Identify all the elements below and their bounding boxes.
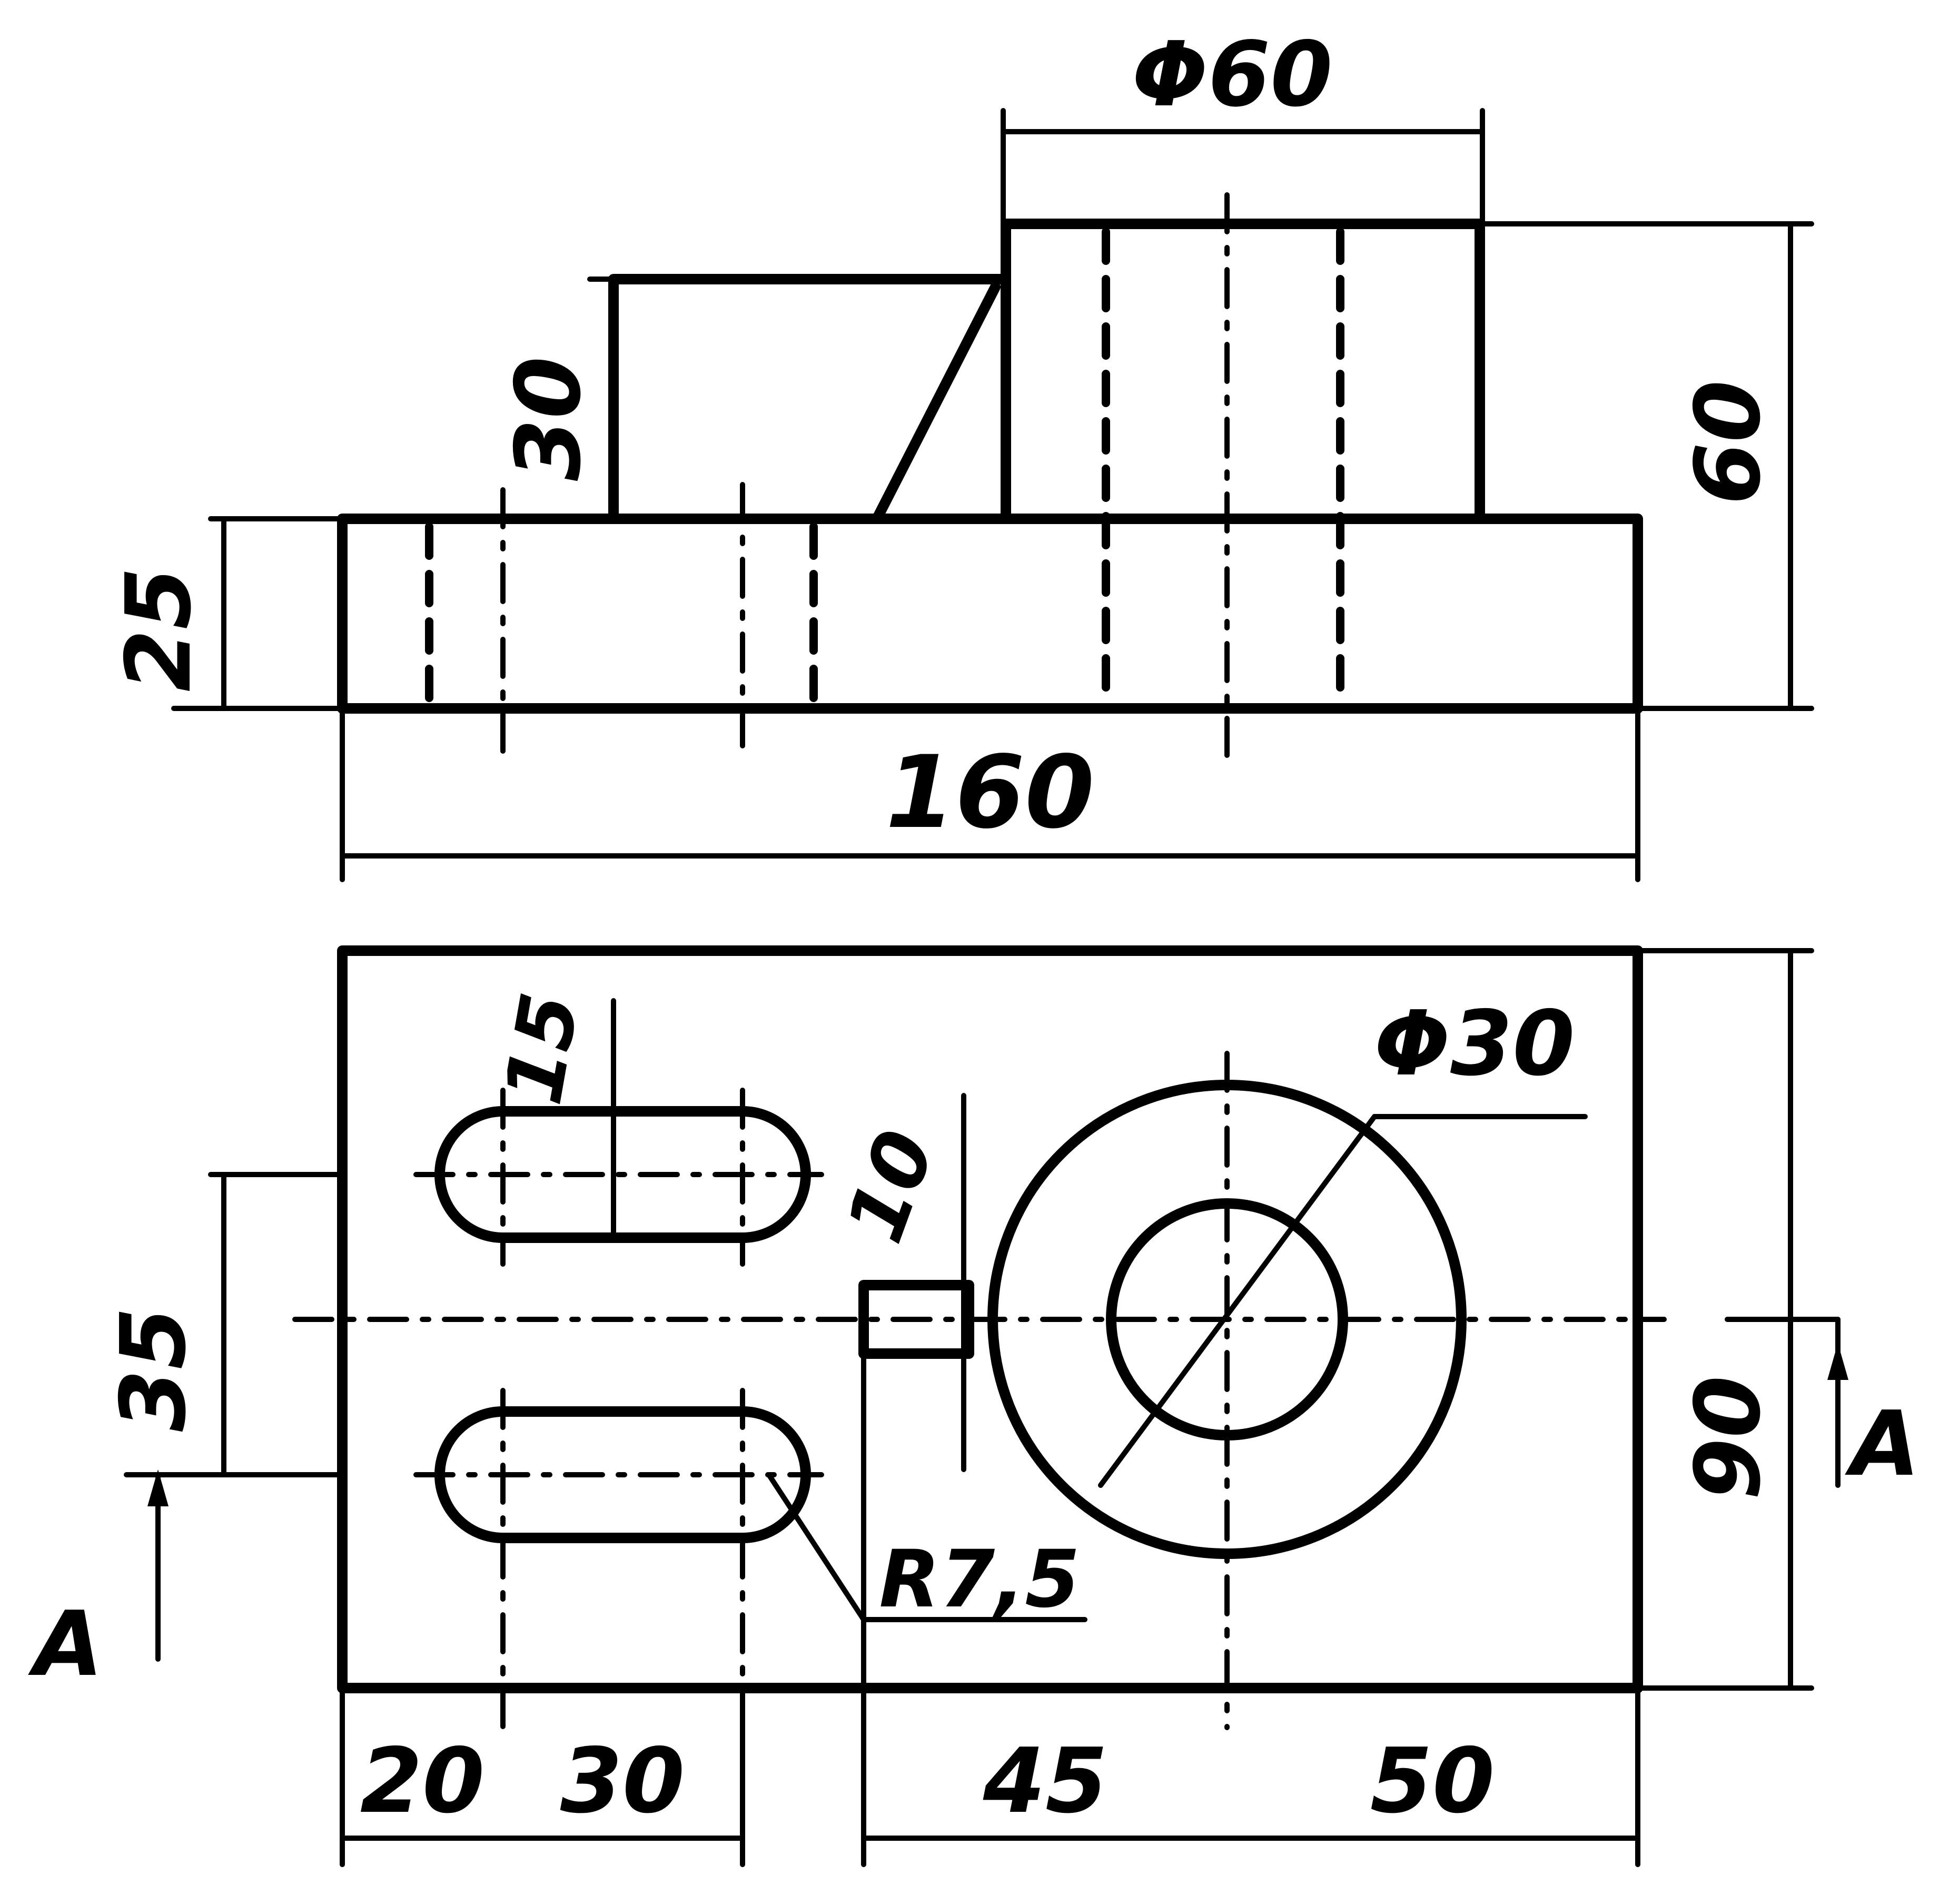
dim-length-160: 160 (886, 734, 1095, 851)
base-plate-outline (337, 514, 1643, 714)
dim-slot-10: 10 (829, 1119, 953, 1254)
dim-slot-15: 15 (488, 986, 597, 1111)
dim-dia-30: Φ30 (1374, 992, 1575, 1096)
boss-outline (1001, 219, 1485, 524)
section-label-left: A (27, 1592, 103, 1696)
arrow-head (1827, 1343, 1848, 1380)
arrow-head (147, 1469, 169, 1506)
radius-leader (766, 1472, 866, 1622)
dim-height-25: 25 (107, 567, 211, 692)
dim-x-30: 30 (560, 1729, 685, 1833)
diameter-leader (1098, 1114, 1377, 1488)
chamfer-line (872, 282, 1001, 524)
top-view: Φ30 10 15 35 90 R7,5 20 30 45 50 (27, 945, 1920, 1867)
dim-height-60: 60 (1676, 380, 1780, 505)
dim-dia-60: Φ60 (1132, 23, 1332, 127)
small-slot (858, 1280, 974, 1359)
dim-x-20: 20 (360, 1729, 485, 1833)
section-label-right: A (1844, 1392, 1920, 1496)
front-view: Φ60 60 30 25 160 (107, 23, 1814, 882)
dim-x-45: 45 (983, 1729, 1108, 1833)
dim-x-50: 50 (1370, 1729, 1495, 1833)
plate-outline (337, 945, 1643, 1693)
dim-spacing-35: 35 (102, 1307, 206, 1432)
dim-width-90: 90 (1676, 1376, 1780, 1501)
dim-height-30: 30 (497, 357, 601, 481)
dim-radius: R7,5 (879, 1534, 1080, 1625)
